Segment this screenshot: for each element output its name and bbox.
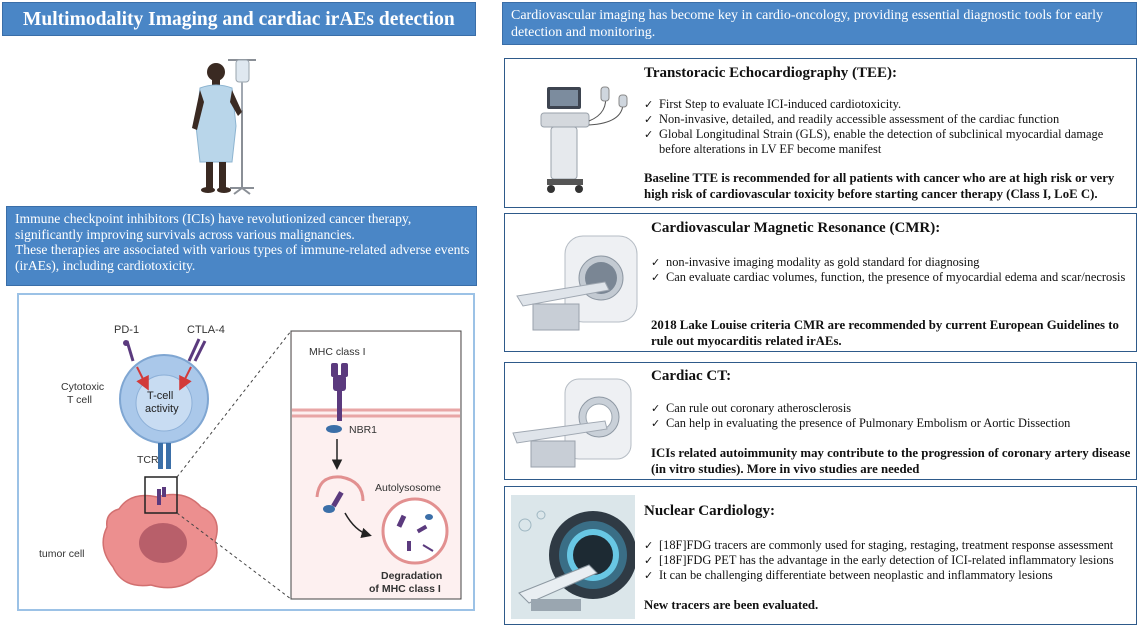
check-icon: ✓ [651, 402, 661, 415]
degradation-label-line2: of MHC class I [369, 583, 441, 595]
ici-text-1: Immune checkpoint inhibitors (ICIs) have… [15, 211, 412, 242]
zoom-extracellular [292, 332, 460, 410]
pd1-label: PD-1 [114, 324, 139, 336]
cmr-panel: Cardiovascular Magnetic Resonance (CMR):… [504, 213, 1137, 352]
tte-bullet: ✓First Step to evaluate ICI-induced card… [644, 97, 902, 111]
check-icon: ✓ [644, 539, 654, 552]
nbr1-label: NBR1 [349, 424, 377, 436]
ct-title: Cardiac CT: [651, 368, 732, 384]
check-icon: ✓ [644, 113, 654, 126]
tumor-cell-label: tumor cell [39, 548, 85, 560]
mri-scanner-icon [516, 235, 638, 331]
degradation-label-line1: Degradation [381, 570, 442, 582]
nbr1-icon [326, 425, 342, 433]
tcell-activity-line1: T-cell [147, 390, 173, 402]
tcr-receptor-icon [158, 443, 171, 469]
tumor-cell-nucleus [139, 523, 187, 563]
ctla4-label: CTLA-4 [187, 324, 225, 336]
ct-bullet: ✓Can help in evaluating the presence of … [651, 416, 1071, 430]
ct-bullet: ✓Can rule out coronary atherosclerosis [651, 401, 852, 415]
ct-scanner-icon [512, 378, 632, 468]
check-icon: ✓ [651, 256, 661, 269]
ctla4-inhibition-arrow [179, 366, 192, 391]
ici-description-box: Immune checkpoint inhibitors (ICIs) have… [6, 206, 477, 286]
cmr-bullet-list: ✓non-invasive imaging modality as gold s… [651, 255, 1131, 285]
cmr-title: Cardiovascular Magnetic Resonance (CMR): [651, 220, 941, 236]
zoom-line-top [176, 330, 292, 478]
check-icon: ✓ [644, 98, 654, 111]
ici-text-2: These therapies are associated with vari… [15, 242, 470, 273]
mhc-label: MHC class I [309, 346, 366, 358]
ctla4-receptor-icon [187, 338, 207, 362]
tte-bullet: ✓Non-invasive, detailed, and readily acc… [644, 112, 1060, 126]
nuclear-bullet: ✓[18F]FDG PET has the advantage in the e… [644, 553, 1114, 567]
ct-panel: Cardiac CT: ✓Can rule out coronary ather… [504, 362, 1137, 480]
pet-scanner-icon [511, 495, 635, 619]
tte-panel: Transtoracic Echocardiography (TEE): ✓Fi… [504, 58, 1137, 208]
check-icon: ✓ [644, 554, 654, 567]
cytotoxic-label-line1: Cytotoxic [61, 381, 104, 393]
tte-recommendation: Baseline TTE is recommended for all pati… [644, 171, 1115, 201]
fusion-arrow [344, 512, 372, 538]
tte-bullet-list: ✓First Step to evaluate ICI-induced card… [644, 97, 1130, 157]
nuclear-note: New tracers are been evaluated. [644, 598, 819, 612]
nuclear-panel: Nuclear Cardiology: ✓[18F]FDG tracers ar… [504, 486, 1137, 625]
pd1-receptor-icon [123, 340, 135, 362]
nuclear-bullet: ✓[18F]FDG tracers are commonly used for … [644, 538, 1114, 552]
cmr-recommendation: 2018 Lake Louise criteria CMR are recomm… [651, 318, 1119, 348]
nuclear-bullet-list: ✓[18F]FDG tracers are commonly used for … [644, 538, 1134, 583]
tcr-label: TCR [137, 454, 159, 466]
mechanism-diagram: PD-1 CTLA-4 T-cell activity Cytotoxic T … [17, 293, 475, 611]
t-cell-nucleus [135, 374, 193, 432]
main-title: Multimodality Imaging and cardiac irAEs … [2, 2, 476, 36]
nuclear-bullet: ✓It can be challenging differentiate bet… [644, 568, 1053, 582]
autolysosome-label: Autolysosome [375, 482, 441, 494]
ct-bullet-list: ✓Can rule out coronary atherosclerosis ✓… [651, 401, 1131, 431]
check-icon: ✓ [651, 417, 661, 430]
intro-banner: Cardiovascular imaging has become key in… [502, 2, 1137, 45]
tte-title: Transtoracic Echocardiography (TEE): [644, 65, 898, 81]
ultrasound-machine-icon [540, 86, 628, 193]
cytotoxic-label-line2: T cell [67, 394, 92, 406]
autophagosome-icon [315, 475, 365, 513]
autolysosome-icon [381, 497, 449, 565]
ct-recommendation: ICIs related autoimmunity may contribute… [651, 446, 1131, 476]
pd1-inhibition-arrow [136, 366, 149, 391]
mhc-large-icon [331, 363, 348, 421]
check-icon: ✓ [644, 128, 654, 141]
patient-illustration [150, 50, 310, 200]
mhc-small-icon [157, 487, 166, 505]
zoom-highlight-box [144, 476, 178, 514]
tte-bullet: ✓Global Longitudinal Strain (GLS), enabl… [644, 127, 1104, 156]
nuclear-title: Nuclear Cardiology: [644, 503, 775, 519]
check-icon: ✓ [651, 271, 661, 284]
tcell-activity-line2: activity [145, 403, 179, 415]
check-icon: ✓ [644, 569, 654, 582]
cmr-bullet: ✓non-invasive imaging modality as gold s… [651, 255, 980, 269]
cmr-bullet: ✓Can evaluate cardiac volumes, function,… [651, 270, 1126, 284]
